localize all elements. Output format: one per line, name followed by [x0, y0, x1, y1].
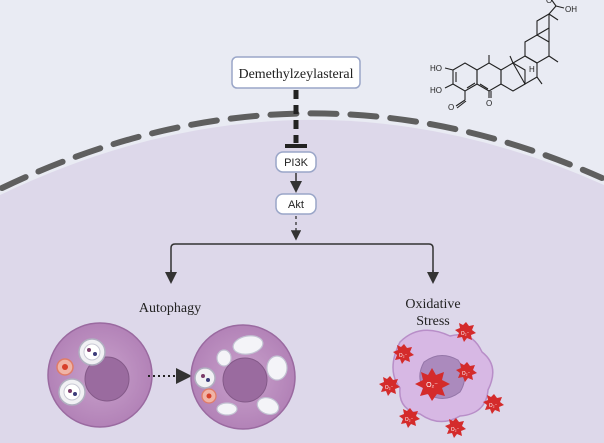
ros-burst-8: O₂⁻: [445, 418, 466, 438]
mol-o-aldehyde: O: [448, 103, 454, 112]
demethylzeylasteral-structure-icon: [444, 0, 565, 109]
molecule-labels: OH O HO HO H O O: [430, 0, 577, 112]
ros-burst-1: O₂⁻: [393, 344, 414, 364]
autophagy-label: Autophagy: [139, 301, 201, 316]
cell-membrane: [0, 110, 604, 191]
mol-oh-top: OH: [565, 5, 577, 14]
drug-node-box: [231, 56, 361, 89]
mol-o-top: O: [546, 0, 552, 5]
pi3k-node-box: [275, 151, 317, 173]
ros-label-1: O₂⁻: [399, 353, 408, 359]
mol-o-ketone: O: [486, 99, 492, 108]
ros-label-3: O₂⁻: [426, 382, 438, 389]
ros-burst-6: O₂⁻: [483, 394, 504, 414]
drug-label: Demethylzeylasteral: [238, 67, 353, 82]
akt-node-box: [275, 193, 317, 215]
ros-label-8: O₂⁻: [451, 427, 460, 433]
ros-burst-5: O₂⁻: [379, 376, 400, 396]
mol-ho-upper: HO: [430, 64, 442, 73]
ros-label-5: O₂⁻: [385, 385, 394, 391]
pi3k-label: PI3K: [284, 157, 309, 169]
cell-early-autophagy-icon: [47, 322, 153, 428]
mol-h-label: H: [529, 65, 535, 74]
oxidative-label-line1: Oxidative: [405, 297, 460, 312]
ros-label-6: O₂⁻: [489, 403, 498, 409]
akt-label: Akt: [288, 199, 304, 211]
ros-burst-2: O₂⁻: [455, 322, 476, 342]
mol-ho-lower: HO: [430, 86, 442, 95]
branch-line: [170, 243, 434, 280]
ros-label-2: O₂⁻: [461, 331, 470, 337]
ros-burst-4: O₂⁻: [456, 362, 477, 382]
cell-late-autophagy-icon: [190, 324, 296, 430]
ros-label-7: O₂⁻: [405, 417, 414, 423]
ros-burst-3: O₂⁻: [415, 368, 450, 401]
ros-label-4: O₂⁻: [462, 371, 471, 377]
ros-burst-7: O₂⁻: [399, 408, 420, 428]
oxidative-label-line2: Stress: [416, 314, 449, 329]
